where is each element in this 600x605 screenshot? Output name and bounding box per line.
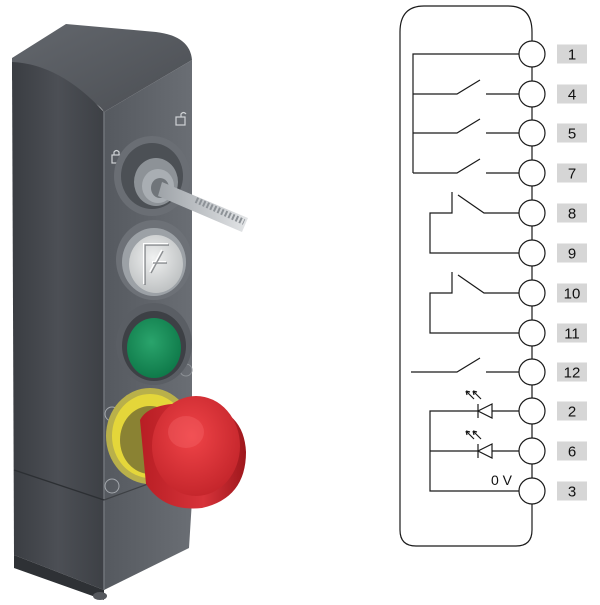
- terminal-label-box: [557, 163, 587, 183]
- green-pushbutton[interactable]: [116, 303, 192, 385]
- terminal-label: 1: [568, 47, 576, 64]
- marking-emblem: [104, 478, 120, 494]
- control-station: [12, 24, 248, 600]
- terminal-9: 9: [518, 239, 587, 267]
- terminal-label-box: [557, 441, 587, 461]
- no-contact-12: [411, 357, 519, 373]
- terminal-label: 3: [568, 484, 576, 501]
- led-6-icon: [465, 430, 493, 459]
- terminal-label: 9: [568, 246, 576, 263]
- key-switch[interactable]: [114, 136, 248, 232]
- terminal-label: 2: [568, 404, 576, 421]
- door-symbol: [143, 243, 168, 284]
- terminal-8: 8: [518, 199, 587, 227]
- led-2-icon: [465, 390, 493, 419]
- terminal-10: 10: [518, 279, 587, 307]
- terminal-label: 7: [568, 166, 576, 183]
- housing-top: [12, 24, 192, 112]
- wiring-schematic: 1 4 5 7 8 9 10 11 12 2 6 3 0 V: [399, 5, 587, 547]
- terminal-4: 4: [518, 80, 587, 108]
- terminal-circle: [518, 358, 546, 386]
- terminal-label-box: [557, 243, 587, 263]
- terminal-label-box: [557, 84, 587, 104]
- terminal-label: 12: [564, 365, 581, 382]
- terminal-circle: [518, 477, 546, 505]
- terminal-label-box: [557, 203, 587, 223]
- terminal-2: 2: [518, 397, 587, 425]
- terminal-12: 12: [518, 358, 587, 386]
- terminal-circle: [518, 159, 546, 187]
- padlock-unlocked-icon: [175, 111, 187, 126]
- nc-contact-8-9: [429, 192, 519, 254]
- terminal-6: 6: [518, 437, 587, 465]
- terminal-3: 3: [518, 477, 587, 505]
- terminal-5: 5: [518, 119, 587, 147]
- terminal-label: 8: [568, 206, 576, 223]
- terminal-label: 11: [564, 326, 580, 343]
- terminal-label-box: [557, 401, 587, 421]
- terminal-7: 7: [518, 159, 587, 187]
- terminal-label-box: [557, 481, 587, 501]
- key[interactable]: [158, 182, 248, 232]
- terminal-circle: [518, 199, 546, 227]
- no-contact-7: [413, 158, 519, 174]
- terminal-circle: [518, 319, 546, 347]
- no-contact-5: [413, 118, 519, 134]
- terminal-circle: [518, 279, 546, 307]
- no-contact-4: [413, 79, 519, 95]
- terminal-label-box: [557, 323, 587, 343]
- terminal-11: 11: [518, 319, 587, 347]
- terminal-label-box: [557, 44, 587, 64]
- terminal-circle: [518, 80, 546, 108]
- terminal-label: 4: [568, 87, 576, 104]
- terminal-circle: [518, 239, 546, 267]
- nc-contact-10-11: [429, 272, 519, 334]
- terminal-circle: [518, 397, 546, 425]
- zero-volt-label: 0 V: [491, 472, 513, 488]
- enclosure-outline: [399, 5, 533, 547]
- terminal-label: 6: [568, 444, 576, 461]
- terminal-label-box: [557, 123, 587, 143]
- terminal-label: 10: [564, 286, 581, 303]
- terminal-label-box: [557, 362, 587, 382]
- terminal-label-box: [557, 283, 587, 303]
- terminal-circle: [518, 40, 546, 68]
- terminal-label: 5: [568, 126, 576, 143]
- door-release-button[interactable]: [116, 220, 192, 300]
- terminal-circle: [518, 119, 546, 147]
- terminal-1: 1: [518, 40, 587, 68]
- housing-front: [12, 62, 104, 590]
- terminal-circle: [518, 437, 546, 465]
- emergency-stop-button[interactable]: [106, 388, 246, 509]
